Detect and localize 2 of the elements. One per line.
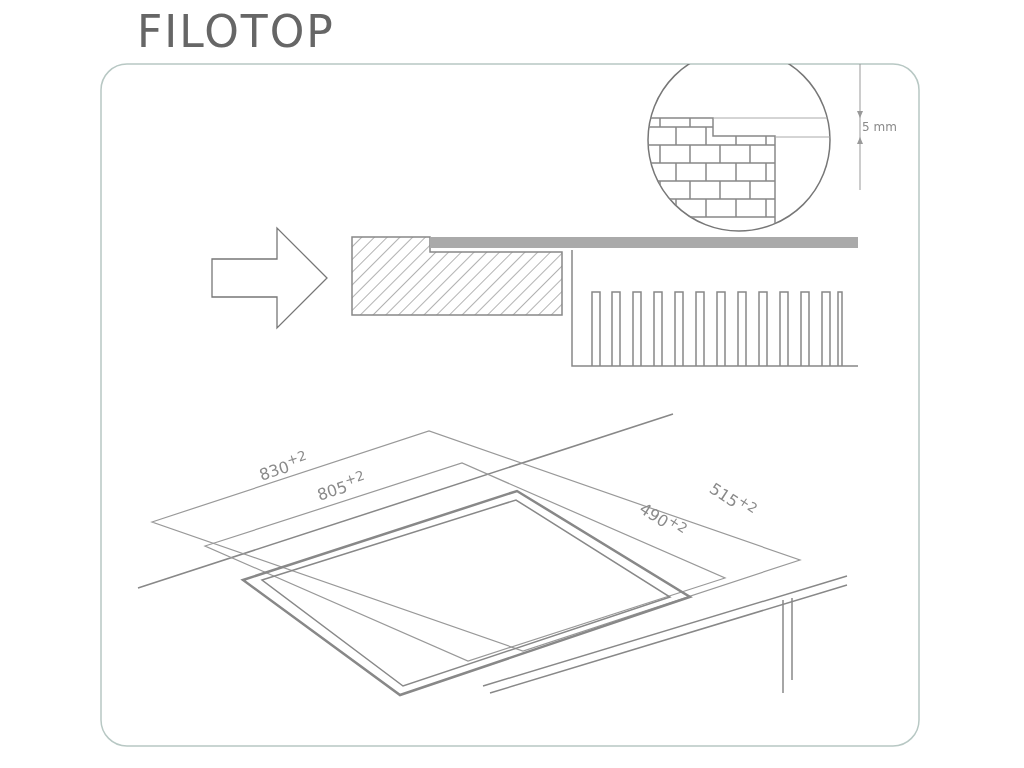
title: FILOTOP <box>137 6 335 57</box>
dimension-label: 5 mm <box>862 120 897 134</box>
